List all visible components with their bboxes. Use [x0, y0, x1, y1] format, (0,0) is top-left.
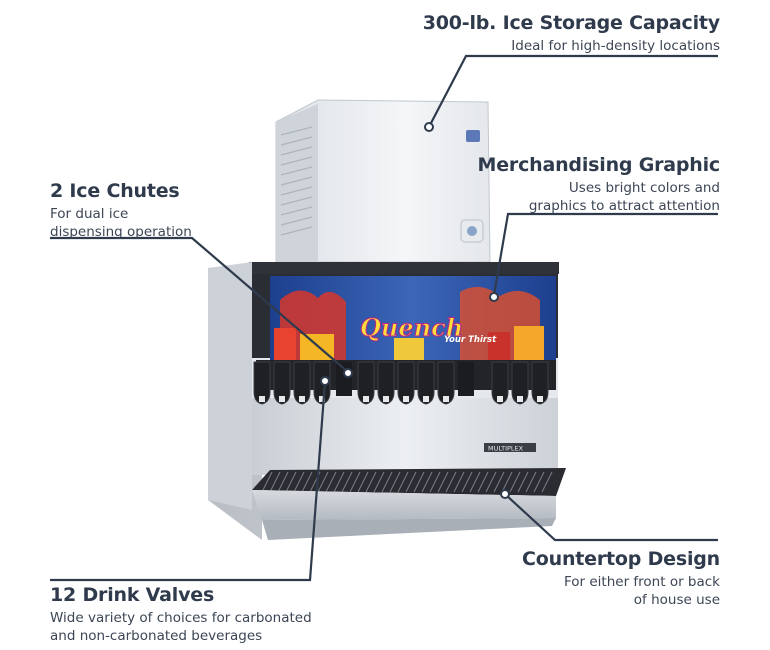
- callout-description-line: For dual ice: [50, 206, 129, 222]
- callout-description-line: dispensing operation: [50, 224, 192, 240]
- callout-description-line: Uses bright colors and: [568, 180, 720, 196]
- manufacturer-badge-text: MULTIPLEX: [488, 445, 524, 453]
- valve-nozzle: [319, 396, 325, 402]
- power-button-icon: [467, 226, 477, 236]
- drink-valve: [511, 361, 529, 405]
- drip-tray-grate-bar: [333, 471, 345, 493]
- drip-tray-grate-bar: [405, 471, 417, 493]
- callout-description: For dual ice dispensing operation: [50, 205, 192, 241]
- drink-valve: [491, 361, 509, 405]
- manitowoc-logo-icon: [466, 130, 480, 142]
- callout-description-line: and non-carbonated beverages: [50, 628, 263, 644]
- drink-valve: [531, 361, 549, 405]
- callout-ice-storage: 300-lb. Ice Storage Capacity Ideal for h…: [423, 12, 720, 55]
- callout-description-line: graphics to attract attention: [528, 198, 720, 214]
- ice-chute: [458, 362, 474, 396]
- valve-nozzle: [383, 396, 389, 402]
- drip-tray-grate-bar: [477, 471, 489, 493]
- valve-nozzle: [363, 396, 369, 402]
- drip-tray-grate-bar: [493, 471, 505, 493]
- drip-tray-grate-bar: [509, 471, 521, 493]
- ice-chute: [336, 362, 352, 396]
- ice-machine-head: [275, 99, 491, 263]
- callout-description: Wide variety of choices for carbonated a…: [50, 609, 312, 645]
- callout-title: Merchandising Graphic: [477, 154, 721, 176]
- callout-title: 2 Ice Chutes: [50, 180, 180, 202]
- merchandising-graphic-panel: Quench Your Thirst: [270, 276, 556, 362]
- callout-description: For either front or back of house use: [522, 573, 720, 609]
- callout-drink-valves: 12 Drink Valves Wide variety of choices …: [50, 584, 312, 645]
- drip-tray-grate-bar: [389, 471, 401, 493]
- drip-tray-grate-bar: [373, 471, 385, 493]
- drip-tray-grate-bar: [357, 471, 369, 493]
- drip-tray-grate-bar: [501, 471, 513, 493]
- drip-tray-grate-bar: [445, 471, 457, 493]
- drip-tray-grate-bar: [525, 471, 537, 493]
- callout-description: Uses bright colors and graphics to attra…: [478, 179, 720, 215]
- callout-title: 12 Drink Valves: [50, 584, 215, 606]
- drip-tray-grate-bar: [485, 471, 497, 493]
- drip-tray-grate-bar: [437, 471, 449, 493]
- drip-tray-grate-bar: [397, 471, 409, 493]
- drip-tray-grate-bar: [365, 471, 377, 493]
- drip-tray-grate-bar: [381, 471, 393, 493]
- callout-title: Countertop Design: [522, 548, 720, 570]
- callout-description-line: For either front or back: [563, 574, 720, 590]
- callout-countertop-design: Countertop Design For either front or ba…: [522, 548, 720, 609]
- callout-description-line: Wide variety of choices for carbonated: [50, 610, 312, 626]
- valve-nozzle: [537, 396, 543, 402]
- drink-valve: [417, 361, 435, 405]
- valve-nozzle: [279, 396, 285, 402]
- valve-nozzle: [299, 396, 305, 402]
- valve-nozzle: [517, 396, 523, 402]
- valve-nozzle: [443, 396, 449, 402]
- drip-tray-grate-bar: [349, 471, 361, 493]
- drip-tray-grate-bar: [469, 471, 481, 493]
- valve-nozzle: [403, 396, 409, 402]
- drip-tray-grate-bar: [421, 471, 433, 493]
- drip-tray-grate-bar: [453, 471, 465, 493]
- drip-tray-grate-bar: [325, 471, 337, 493]
- callout-description: Ideal for high-density locations: [423, 37, 720, 55]
- drip-tray-grate-bar: [533, 471, 545, 493]
- drink-valve: [397, 361, 415, 405]
- drink-valve: [357, 361, 375, 405]
- graphic-tagline: Your Thirst: [444, 335, 497, 345]
- drink-valves: [253, 361, 549, 405]
- drink-valve: [437, 361, 455, 405]
- callout-description-line: of house use: [633, 592, 720, 608]
- valve-nozzle: [259, 396, 265, 402]
- manufacturer-badge: MULTIPLEX: [484, 443, 536, 453]
- drip-tray-grate-bar: [517, 471, 529, 493]
- valve-nozzle: [423, 396, 429, 402]
- drip-tray-grate-bar: [341, 471, 353, 493]
- valve-nozzle: [497, 396, 503, 402]
- drink-valve: [377, 361, 395, 405]
- drip-tray-grate-bar: [461, 471, 473, 493]
- drip-tray-grate-bar: [541, 471, 553, 493]
- callout-merchandising-graphic: Merchandising Graphic Uses bright colors…: [477, 154, 721, 215]
- callout-description-line: Ideal for high-density locations: [511, 38, 720, 54]
- drip-tray-grate-bar: [413, 471, 425, 493]
- drip-tray-grate-bar: [429, 471, 441, 493]
- callout-ice-chutes: 2 Ice Chutes For dual ice dispensing ope…: [50, 180, 192, 241]
- drip-tray: [252, 468, 566, 540]
- graphic-brand-word: Quench: [360, 313, 463, 342]
- callout-title: 300-lb. Ice Storage Capacity: [422, 12, 720, 34]
